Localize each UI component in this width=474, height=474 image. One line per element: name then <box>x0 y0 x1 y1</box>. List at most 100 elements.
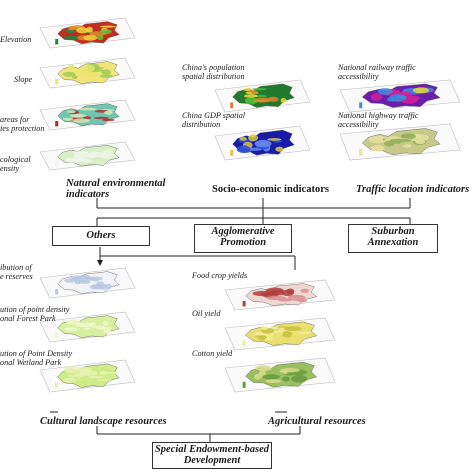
map-legend <box>230 149 234 156</box>
map-patch <box>85 153 96 159</box>
map-patch <box>73 153 87 159</box>
map-patch <box>63 327 76 331</box>
map-patch <box>90 322 97 328</box>
map-patch <box>63 35 80 40</box>
map-patch <box>72 118 90 123</box>
population-label: China's population spatial distribution <box>182 63 245 81</box>
map-patch <box>102 118 115 122</box>
map-patch <box>368 135 387 144</box>
map-patch <box>284 326 302 332</box>
oil-yield-label: Oil yield <box>192 309 221 318</box>
map-patch <box>251 88 267 91</box>
map-patch <box>102 320 109 326</box>
map-patch <box>239 137 247 141</box>
map-patch <box>82 64 95 72</box>
map-patch <box>259 335 267 340</box>
map-patch <box>260 326 269 330</box>
map-patch <box>282 331 293 338</box>
map-patch <box>96 281 105 287</box>
socio-economic-heading: Socio-economic indicators <box>212 184 329 195</box>
map-patch <box>96 34 104 41</box>
map-legend <box>55 39 59 45</box>
map-patch <box>377 88 393 95</box>
map-patch <box>63 366 80 374</box>
map-patch <box>99 153 117 159</box>
map-patch <box>76 27 89 34</box>
map-patch <box>242 88 252 91</box>
map-legend <box>359 102 363 109</box>
map-patch <box>389 94 407 102</box>
map-patch <box>389 138 411 143</box>
traffic-location-heading: Traffic location indicators <box>356 184 470 195</box>
map-patch <box>265 379 282 384</box>
map-legend <box>55 79 59 85</box>
map-patch <box>88 375 104 379</box>
slope-label: Slope <box>14 75 33 84</box>
others-box: Others <box>52 226 150 246</box>
cotton-yield-map-layer <box>224 357 336 393</box>
map-patch <box>269 326 280 330</box>
map-patch <box>286 288 295 295</box>
map-patch <box>267 138 282 141</box>
population-map-layer <box>214 79 311 113</box>
map-patch <box>254 365 272 372</box>
map-patch <box>101 69 112 75</box>
gdp-label: China GDP spatial distribution <box>182 111 246 129</box>
natural-indicators-heading: Natural environmental indicators <box>66 178 166 201</box>
map-patch <box>69 114 87 118</box>
map-patch <box>236 145 251 154</box>
map-patch <box>76 367 92 372</box>
map-patch <box>280 98 287 103</box>
map-patch <box>297 331 311 335</box>
map-patch <box>415 139 426 145</box>
map-legend <box>242 381 246 388</box>
map-legend <box>55 333 59 339</box>
cultural-landscape-heading: Cultural landscape resources <box>40 416 167 427</box>
railway-label: National railway traffic accessibility <box>338 63 416 81</box>
map-patch <box>99 29 112 35</box>
forest-park-map-layer <box>39 311 136 343</box>
map-patch <box>267 96 279 102</box>
map-patch <box>251 90 258 95</box>
map-patch <box>270 290 284 296</box>
map-legend <box>230 102 234 109</box>
map-patch <box>408 95 420 101</box>
cotton-yield-label: Cotton yield <box>192 349 233 358</box>
slope-map-layer <box>39 57 136 89</box>
map-patch <box>244 94 258 98</box>
map-patch <box>400 133 416 140</box>
map-patch <box>291 375 308 383</box>
map-patch <box>370 93 383 101</box>
map-patch <box>100 371 118 374</box>
map-patch <box>99 74 114 78</box>
protection-areas-label: areas for ies protection <box>0 115 45 133</box>
map-patch <box>281 376 291 382</box>
map-patch <box>82 159 93 163</box>
map-patch <box>79 107 97 111</box>
highway-map-layer <box>339 123 461 161</box>
map-patch <box>412 87 429 94</box>
map-patch <box>300 288 310 293</box>
map-patch <box>248 134 259 142</box>
food-crop-label: Food crop yields <box>192 271 248 280</box>
map-patch <box>96 379 111 382</box>
map-patch <box>277 298 292 302</box>
wetland-park-label: ution of Point Density onal Wetland Park <box>0 349 73 367</box>
agricultural-resources-heading: Agricultural resources <box>268 416 366 427</box>
map-patch <box>99 25 116 28</box>
map-patch <box>100 326 112 330</box>
map-legend <box>242 340 246 347</box>
map-patch <box>104 110 113 115</box>
railway-map-layer <box>339 79 461 113</box>
map-patch <box>62 71 76 77</box>
elevation-label: Elevation <box>0 35 32 44</box>
map-patch <box>254 139 272 148</box>
map-patch <box>82 370 90 374</box>
gdp-map-layer <box>214 125 311 161</box>
map-patch <box>70 275 84 282</box>
map-patch <box>254 97 270 103</box>
map-patch <box>254 94 268 98</box>
map-patch <box>86 276 104 281</box>
map-legend <box>55 289 59 295</box>
map-legend <box>242 301 246 307</box>
